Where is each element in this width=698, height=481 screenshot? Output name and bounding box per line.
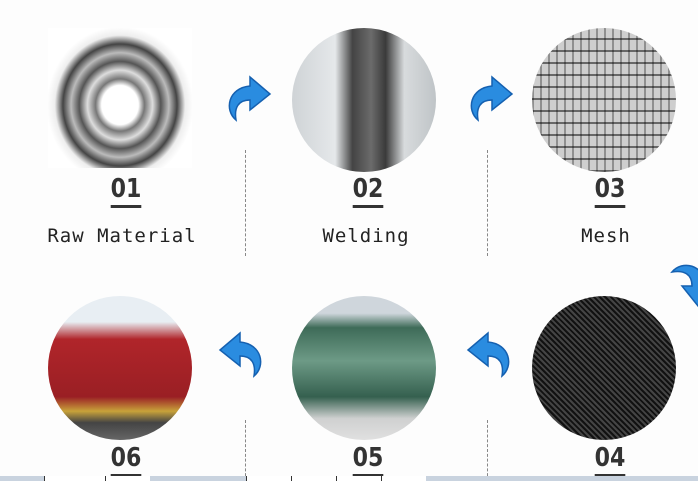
arrow-right-icon <box>222 74 272 124</box>
step-number: 03 <box>568 174 653 208</box>
mesh-image <box>532 28 676 172</box>
arrow-down-icon <box>668 258 698 308</box>
step-label: Mesh <box>581 225 631 247</box>
step-label: Welding <box>322 225 410 247</box>
step-number: 01 <box>84 174 169 208</box>
divider <box>487 150 488 256</box>
arrow-left-icon <box>218 330 268 380</box>
step-number: 04 <box>568 443 653 477</box>
arrow-right-icon <box>464 74 514 124</box>
packed-panels-image <box>292 296 436 440</box>
step-label: Raw Material <box>47 225 197 247</box>
raw-material-image <box>48 28 192 168</box>
divider <box>487 420 488 481</box>
black-mesh-image <box>532 296 676 440</box>
welding-image <box>292 28 436 172</box>
shipping-container-image <box>48 296 192 440</box>
bottom-strip <box>0 476 698 481</box>
step-number: 05 <box>326 443 411 477</box>
step-number: 06 <box>84 443 169 477</box>
divider <box>245 420 246 481</box>
divider <box>245 150 246 256</box>
step-number: 02 <box>326 174 411 208</box>
arrow-left-icon <box>466 330 516 380</box>
